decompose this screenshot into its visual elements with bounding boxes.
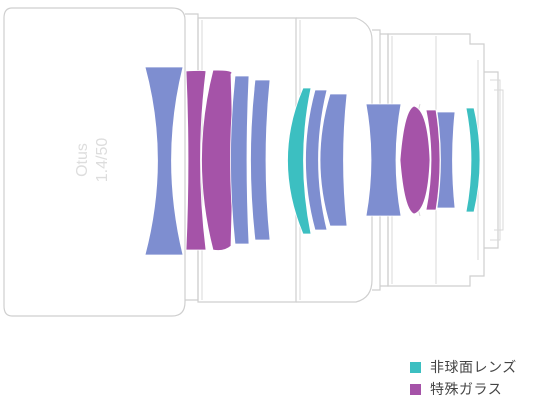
barrel-engraving: Otus 1.4/50: [74, 138, 111, 183]
lens-element-7: [305, 89, 328, 231]
rear-barrel-section: [387, 33, 485, 287]
special-glass-swatch: [410, 383, 421, 395]
aspherical-swatch: [410, 361, 421, 373]
lens-element-6: [287, 87, 312, 235]
lens-hood-outline: [3, 7, 186, 317]
lens-element-9: [365, 103, 402, 217]
mount-flange-1: [490, 79, 501, 241]
lens-element-8: [319, 93, 348, 227]
lens-element-3: [201, 69, 233, 251]
barrel-name-text: Otus: [74, 143, 91, 177]
lens-elements: [144, 66, 481, 256]
mount-flange-2: [494, 89, 504, 231]
lens-element-4: [230, 75, 250, 245]
legend-label-special-glass: 特殊ガラス: [430, 382, 503, 398]
legend: 非球面レンズ 特殊ガラス: [410, 356, 517, 400]
lens-element-10: [399, 105, 431, 215]
lens-element-1: [144, 66, 184, 256]
legend-label-aspherical: 非球面レンズ: [430, 360, 517, 376]
lens-element-13: [465, 107, 481, 213]
barrel-spec-text: 1.4/50: [94, 138, 111, 183]
lens-element-5: [250, 79, 271, 241]
lens-element-2: [185, 70, 207, 251]
lens-element-12: [436, 111, 456, 209]
legend-item-aspherical: 非球面レンズ: [410, 356, 517, 378]
lens-mount-outline: [484, 71, 499, 249]
lens-element-11: [425, 109, 441, 211]
legend-item-special-glass: 特殊ガラス: [410, 378, 517, 400]
